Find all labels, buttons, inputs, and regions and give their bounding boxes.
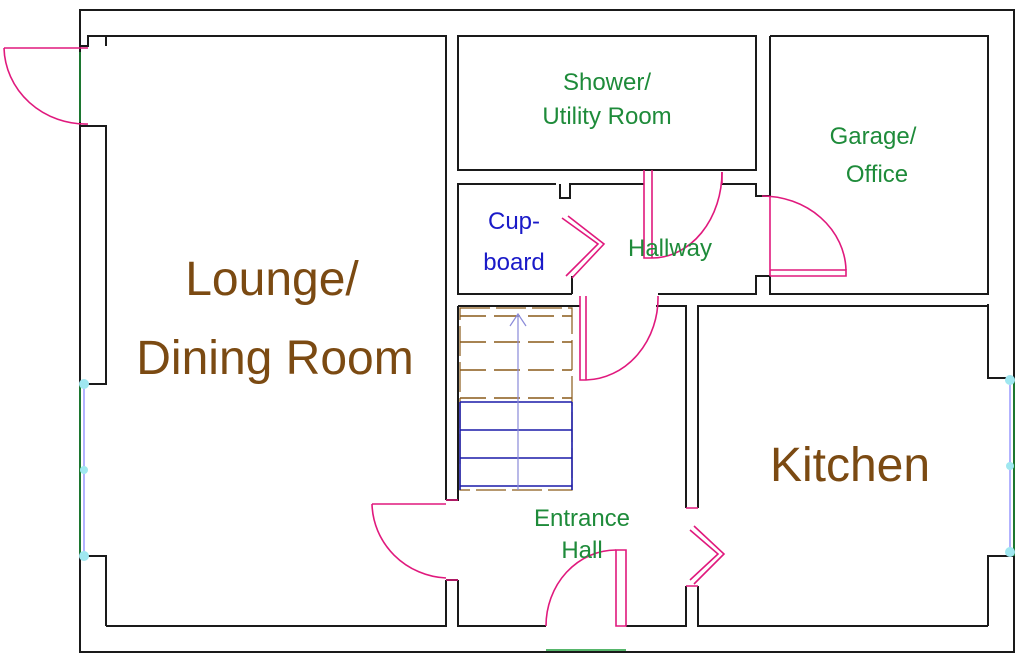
entrance-label-line2: Hall — [561, 537, 602, 564]
hallway-walls — [656, 183, 770, 508]
garage-label-line2: Office — [846, 161, 908, 188]
entrance-label-line1: Entrance — [534, 505, 630, 532]
kitchen-room — [697, 305, 988, 627]
kitchen-label: Kitchen — [770, 439, 930, 492]
shower-label-line2: Utility Room — [542, 103, 671, 130]
hallway-label: Hallway — [628, 235, 712, 262]
lounge-label-line1: Lounge/ — [185, 253, 359, 306]
doors — [3, 47, 847, 627]
staircase — [459, 307, 573, 491]
cupboard-label-line2: board — [483, 249, 544, 276]
lounge-room — [106, 35, 447, 627]
windows — [79, 52, 1015, 651]
shower-label-line1: Shower/ — [563, 69, 651, 96]
shower-room — [457, 35, 757, 171]
cupboard-room — [457, 183, 644, 295]
cupboard-label-line1: Cup- — [488, 208, 540, 235]
room-labels: Lounge/ Dining Room Kitchen Shower/ Util… — [136, 69, 930, 564]
lounge-label-line2: Dining Room — [136, 332, 413, 385]
garage-label-line1: Garage/ — [830, 123, 917, 150]
garage-room — [769, 35, 989, 295]
stair-walls — [446, 305, 687, 627]
